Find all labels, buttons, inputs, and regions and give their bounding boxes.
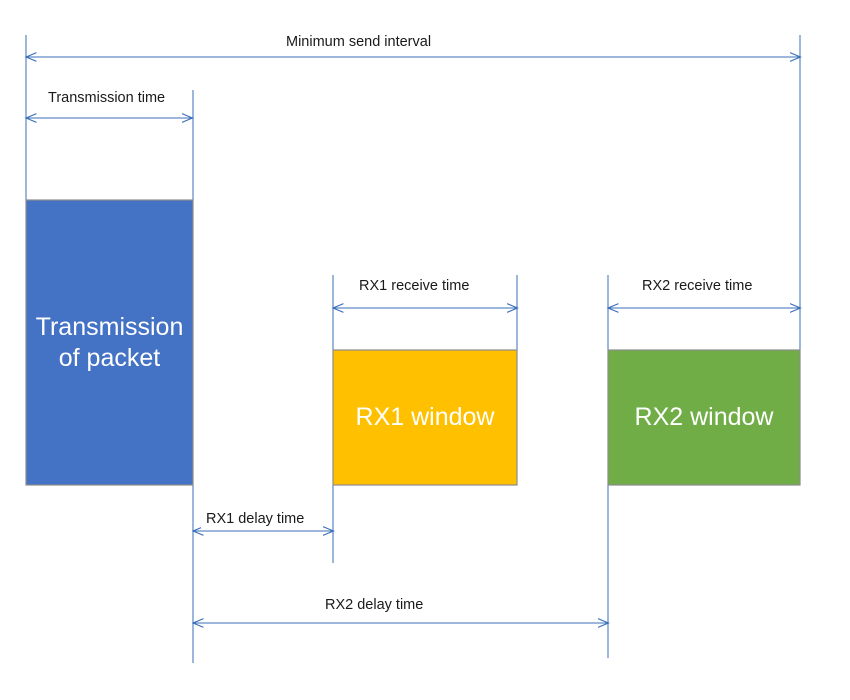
dimension-label-rx1-delay-time: RX1 delay time [201, 510, 310, 528]
dimension-label-minimum-send-interval: Minimum send interval [281, 33, 437, 51]
dimension-label-rx2-receive-time: RX2 receive time [637, 277, 758, 295]
dimension-lines-group [26, 57, 800, 623]
box-rx2-window[interactable] [607, 349, 801, 486]
boxes-group [25, 199, 801, 486]
dimension-label-rx2-delay-time: RX2 delay time [320, 596, 429, 614]
dimension-label-rx1-receive-time: RX1 receive time [354, 277, 475, 295]
box-rx1-window[interactable] [332, 349, 518, 486]
box-transmission-of-packet[interactable] [25, 199, 194, 486]
dimension-label-transmission-time: Transmission time [43, 89, 171, 107]
